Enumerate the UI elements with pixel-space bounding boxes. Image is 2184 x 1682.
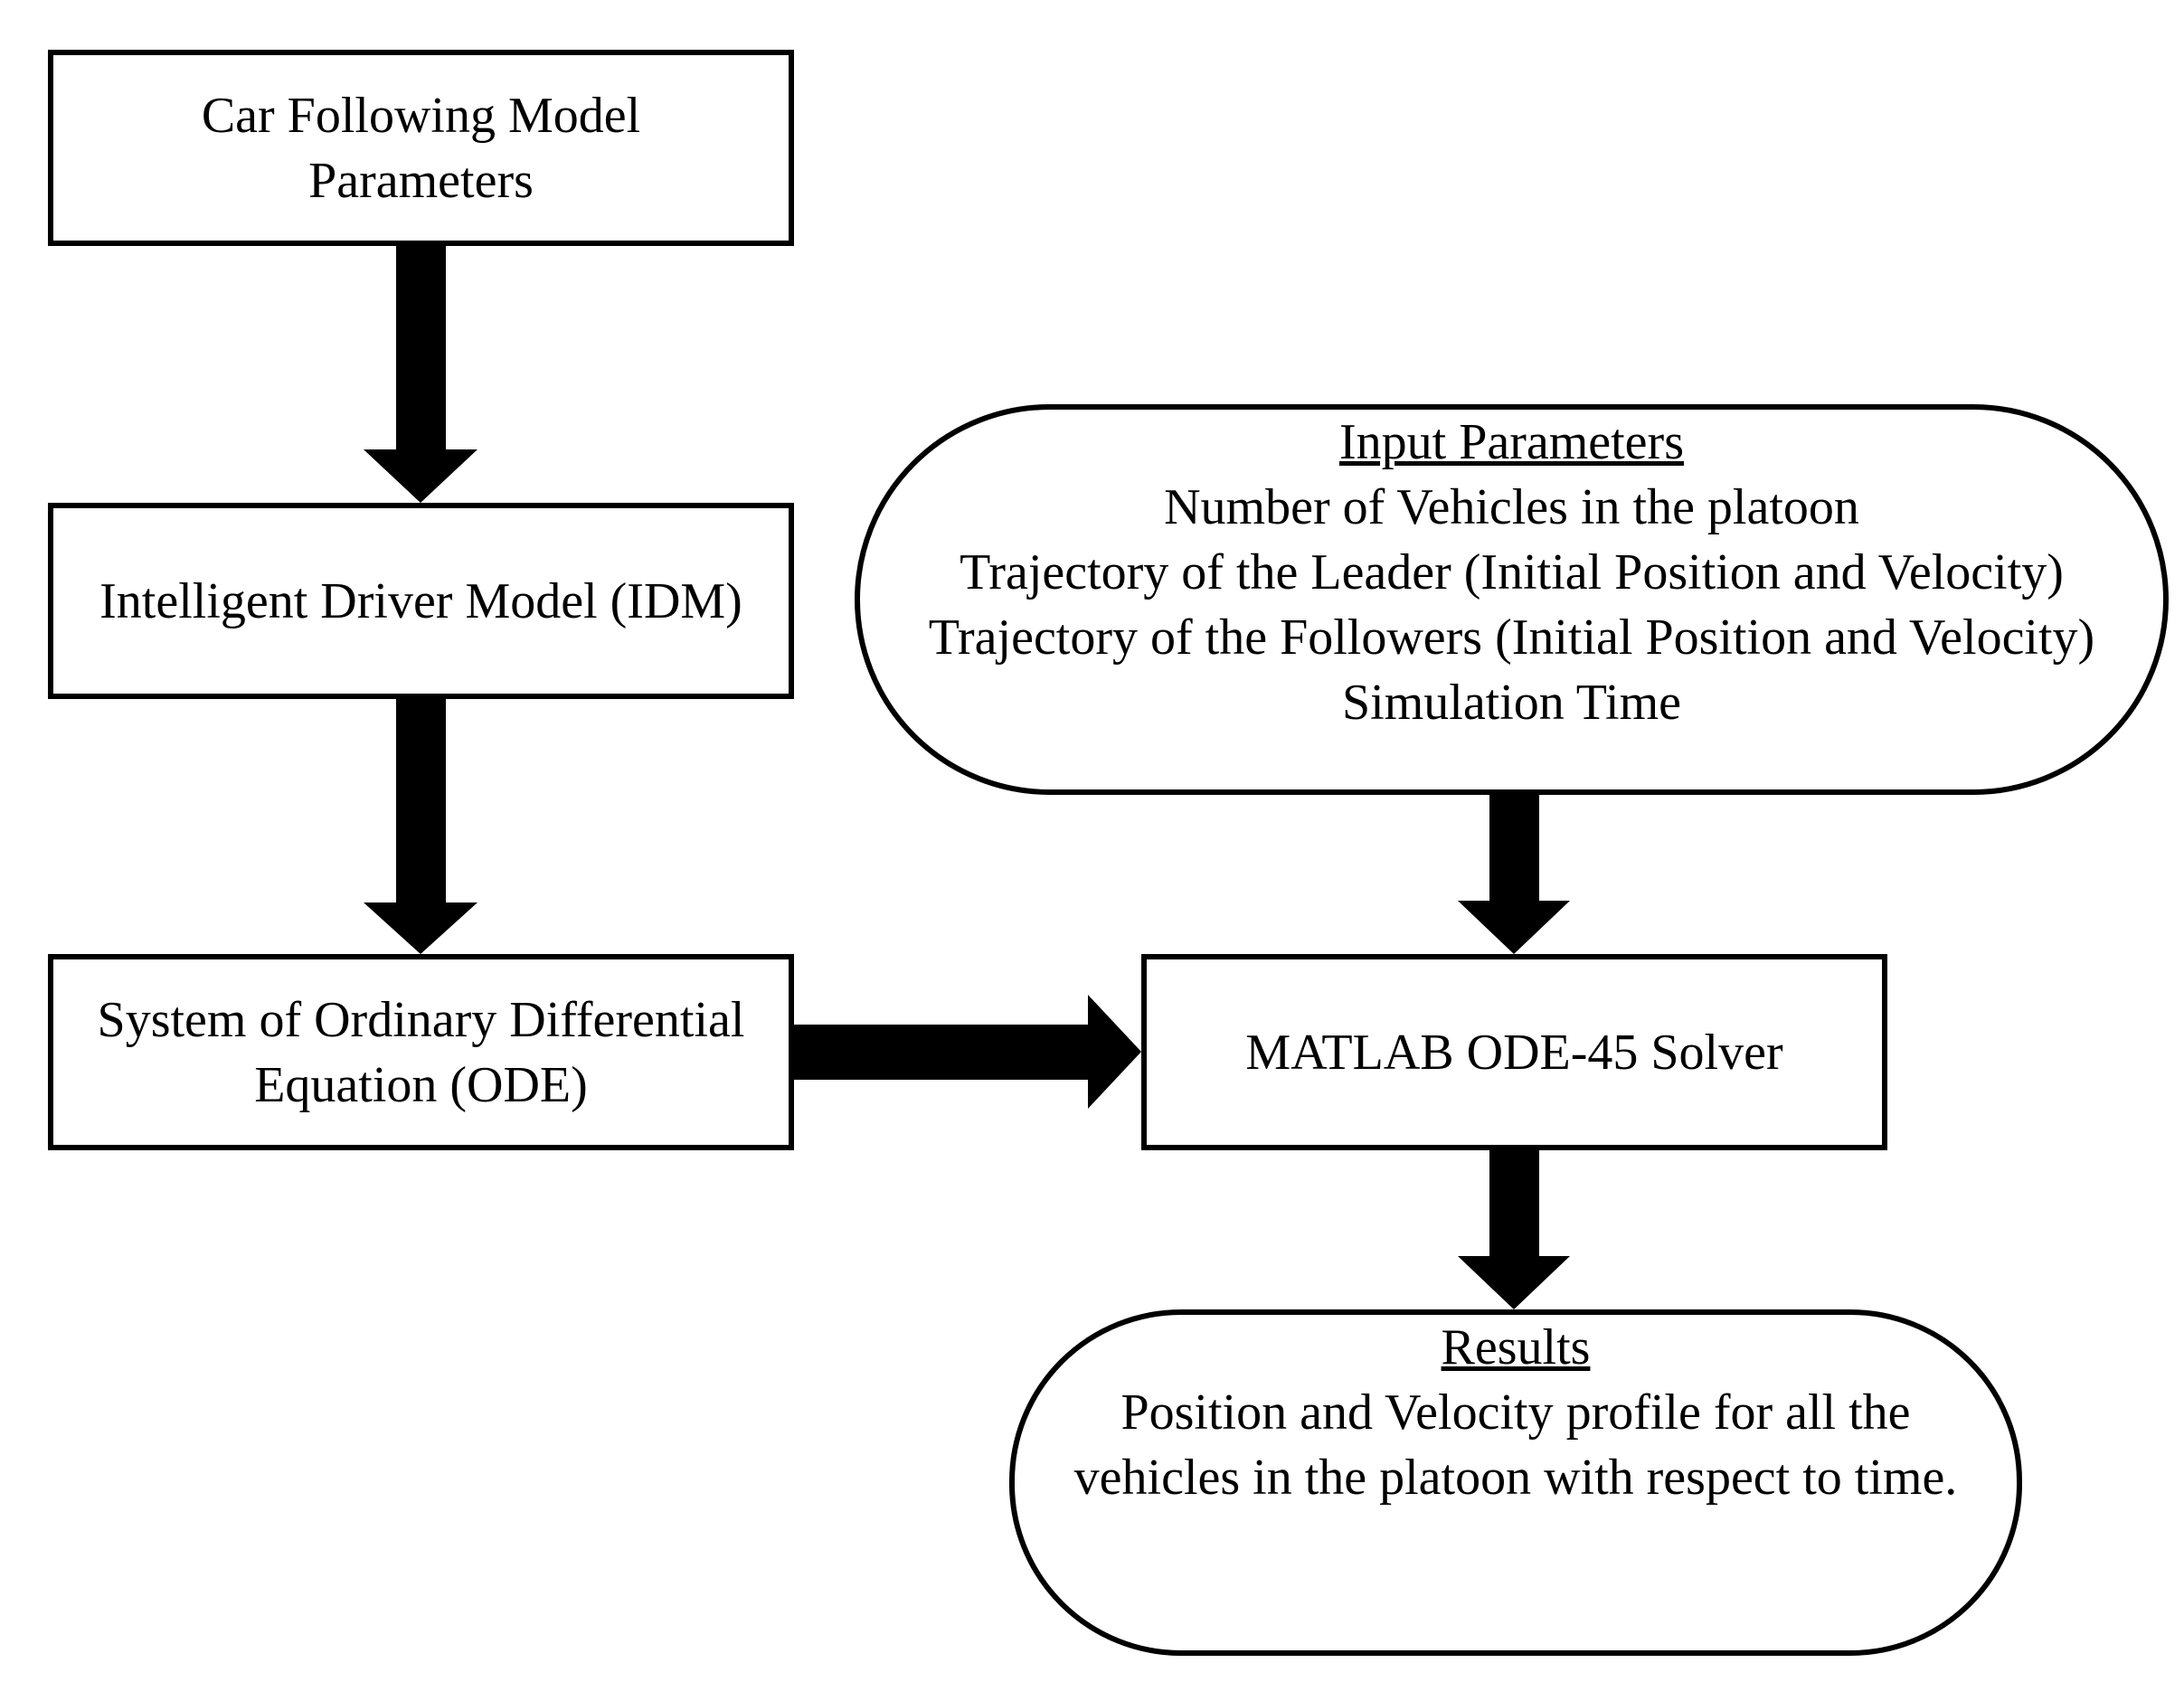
node-text-line: Position and Velocity profile for all th… [1120, 1384, 1911, 1441]
node-text-line: Equation (ODE) [254, 1056, 588, 1113]
node-heading: Input Parameters [1339, 414, 1684, 470]
node-results: Results Position and Velocity profile fo… [1009, 1309, 2022, 1656]
node-text-line: Trajectory of the Followers (Initial Pos… [928, 609, 2095, 666]
node-text-line: System of Ordinary Differential [97, 991, 745, 1048]
node-text-line: Intelligent Driver Model (IDM) [99, 572, 742, 629]
node-text-line: Parameters [308, 152, 534, 209]
node-ode-system: System of Ordinary Differential Equation… [48, 954, 794, 1150]
node-intelligent-driver-model: Intelligent Driver Model (IDM) [48, 503, 794, 699]
node-text-line: vehicles in the platoon with respect to … [1073, 1450, 1958, 1506]
node-text-line: Car Following Model [201, 87, 641, 144]
node-input-parameters: Input Parameters Number of Vehicles in t… [855, 404, 2169, 795]
node-text-line: Number of Vehicles in the platoon [1164, 479, 1859, 535]
node-text-line: Simulation Time [1342, 675, 1681, 731]
node-text-line: Trajectory of the Leader (Initial Positi… [960, 544, 2064, 600]
node-text-line: MATLAB ODE-45 Solver [1245, 1024, 1783, 1081]
node-car-following-model-parameters: Car Following Model Parameters [48, 50, 794, 246]
arrow-matlab-to-results [1458, 1150, 1570, 1309]
arrow-car-following-to-idm [364, 246, 477, 503]
node-matlab-ode45-solver: MATLAB ODE-45 Solver [1141, 954, 1887, 1150]
arrow-idm-to-ode-system [364, 699, 477, 954]
node-heading: Results [1441, 1319, 1591, 1375]
arrow-ode-system-to-matlab [794, 995, 1141, 1109]
arrow-input-params-to-matlab [1458, 795, 1570, 954]
